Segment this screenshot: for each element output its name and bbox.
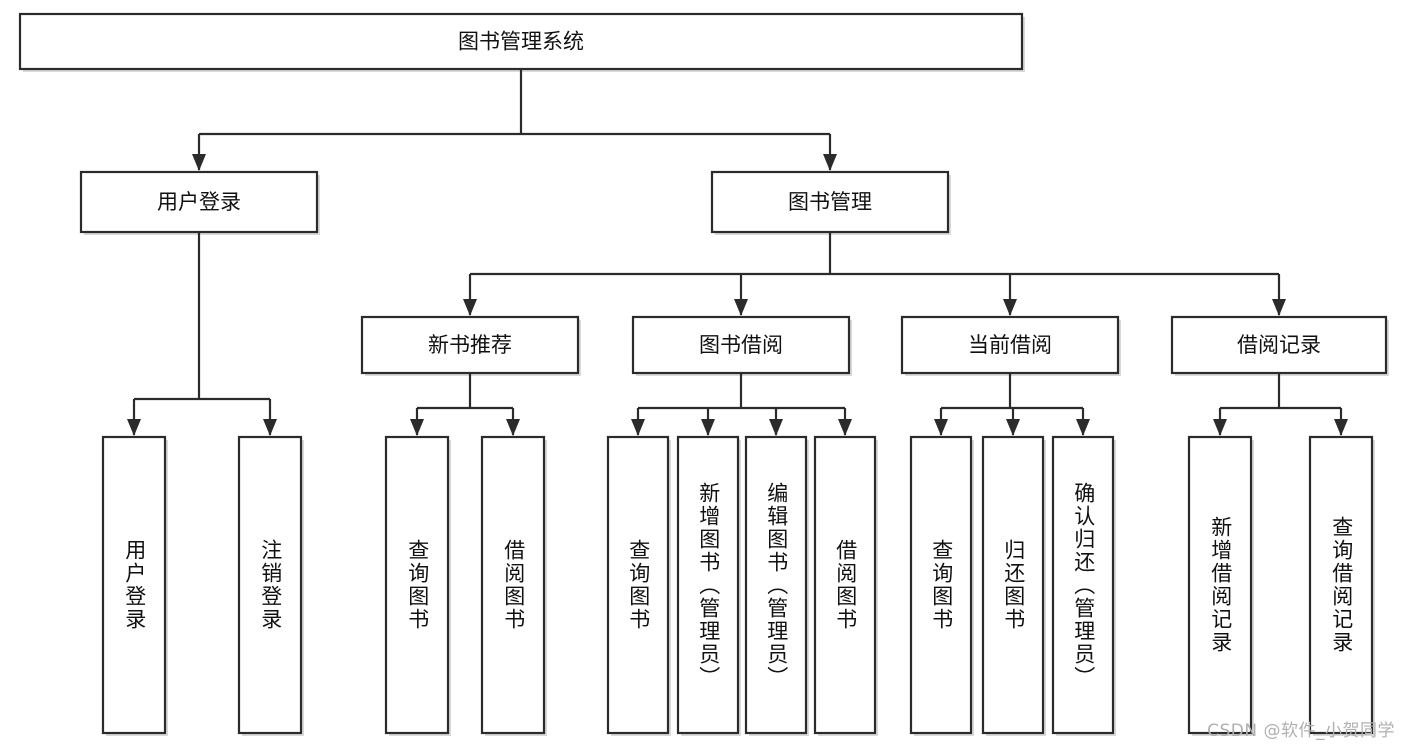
- node-box-leaf-current-return[interactable]: [981, 435, 1045, 735]
- node-label-records: 借阅记录: [1237, 333, 1321, 357]
- connector-arrowhead: [263, 419, 277, 436]
- connector-arrowhead: [1213, 419, 1227, 436]
- connector-arrowhead: [1272, 299, 1286, 316]
- connector-arrowhead: [410, 419, 424, 436]
- node-label-current: 当前借阅: [968, 333, 1052, 357]
- node-box-leaf-user-logout[interactable]: [237, 435, 303, 735]
- node-box-leaf-newbook-query[interactable]: [384, 435, 450, 735]
- node-label-newbook: 新书推荐: [428, 333, 512, 357]
- node-box-layer: [18, 12, 1388, 735]
- connector-arrowhead: [769, 419, 783, 436]
- node-box-root[interactable]: [18, 12, 1024, 71]
- connector-arrowhead: [1006, 419, 1020, 436]
- node-box-login[interactable]: [79, 170, 319, 234]
- node-box-leaf-borrow-edit[interactable]: [744, 435, 808, 735]
- node-box-leaf-current-query[interactable]: [909, 435, 973, 735]
- watermark: CSDN @软件_小贺同学: [1207, 721, 1395, 741]
- node-box-leaf-borrow-add[interactable]: [676, 435, 740, 735]
- node-box-leaf-current-confirm[interactable]: [1051, 435, 1115, 735]
- connector-arrowhead: [734, 299, 748, 316]
- connector-arrowhead: [701, 419, 715, 436]
- connector-arrowhead: [1076, 419, 1090, 436]
- connector-arrowhead: [1003, 299, 1017, 316]
- node-box-leaf-borrow-query[interactable]: [606, 435, 670, 735]
- node-box-leaf-records-query[interactable]: [1308, 435, 1374, 735]
- node-box-leaf-records-add[interactable]: [1187, 435, 1253, 735]
- connector-arrowhead: [838, 419, 852, 436]
- node-label-root: 图书管理系统: [458, 30, 584, 54]
- node-box-bookmgmt[interactable]: [710, 170, 950, 234]
- connector-arrowhead: [506, 419, 520, 436]
- node-label-bookmgmt: 图书管理: [788, 190, 872, 214]
- connector-arrowhead: [463, 299, 477, 316]
- connector-arrowhead: [192, 154, 206, 171]
- connector-arrowhead: [1334, 419, 1348, 436]
- connector-arrowhead: [823, 154, 837, 171]
- connector-arrowhead: [934, 419, 948, 436]
- connector-arrowhead: [631, 419, 645, 436]
- node-label-login: 用户登录: [157, 190, 241, 214]
- node-box-leaf-user-login[interactable]: [101, 435, 167, 735]
- node-box-leaf-borrow-lend[interactable]: [813, 435, 877, 735]
- node-box-current[interactable]: [900, 315, 1120, 375]
- connector-arrowhead: [127, 419, 141, 436]
- node-box-borrow[interactable]: [631, 315, 851, 375]
- connector-layer: [127, 69, 1348, 436]
- node-box-newbook[interactable]: [360, 315, 580, 375]
- node-box-leaf-newbook-borrow[interactable]: [480, 435, 546, 735]
- node-box-records[interactable]: [1170, 315, 1388, 375]
- node-label-borrow: 图书借阅: [699, 333, 783, 357]
